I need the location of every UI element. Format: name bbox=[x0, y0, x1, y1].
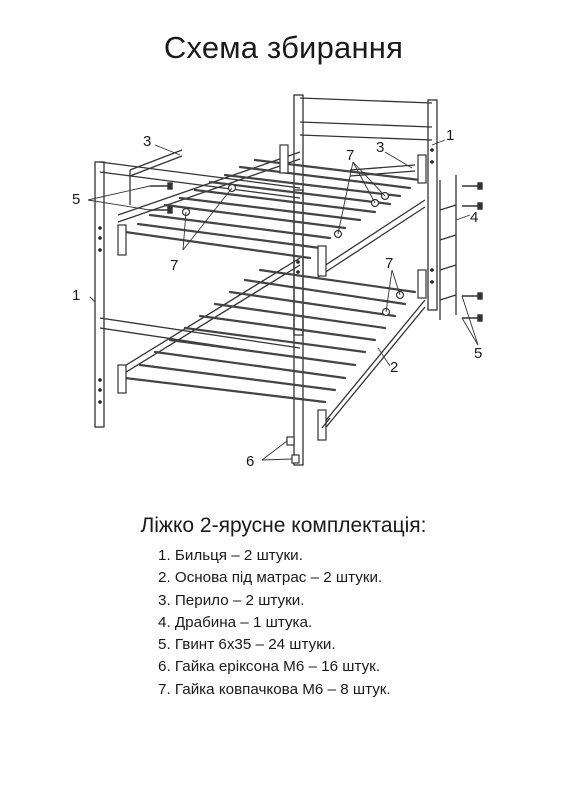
list-item: 1. Бильця – 2 штуки. bbox=[158, 547, 303, 564]
callout-3: 3 bbox=[143, 133, 151, 150]
list-item: 7. Гайка ковпачкова М6 – 8 штук. bbox=[158, 680, 391, 698]
page-title: Схема збирання bbox=[163, 30, 404, 65]
callout-5: 5 bbox=[474, 345, 482, 362]
callout-5: 5 bbox=[72, 191, 80, 208]
callout-7: 7 bbox=[385, 255, 393, 272]
bunk-bed-assembly-diagram: 3 5 7 1 7 3 1 4 7 5 2 6 bbox=[72, 94, 483, 470]
kit-heading: Ліжко 2-ярусне комплектація: bbox=[140, 514, 427, 537]
callout-7: 7 bbox=[170, 257, 178, 274]
callout-3: 3 bbox=[376, 139, 384, 156]
list-item: 3. Перило – 2 штуки. bbox=[158, 591, 305, 609]
callout-6: 6 bbox=[246, 453, 254, 470]
callout-2: 2 bbox=[390, 359, 398, 376]
list-item: 2. Основа під матрас – 2 штуки. bbox=[158, 569, 383, 587]
callout-1: 1 bbox=[446, 127, 454, 144]
callout-1: 1 bbox=[72, 287, 80, 304]
callout-7: 7 bbox=[346, 147, 354, 164]
list-item: 4. Драбина – 1 штука. bbox=[158, 613, 313, 631]
list-item: 5. Гвинт 6х35 – 24 штуки. bbox=[158, 636, 336, 654]
list-item: 6. Гайка еріксона М6 – 16 штук. bbox=[158, 658, 381, 676]
parts-list: 1. Бильця – 2 штуки. 2. Основа під матра… bbox=[158, 545, 391, 701]
callout-4: 4 bbox=[470, 209, 478, 226]
